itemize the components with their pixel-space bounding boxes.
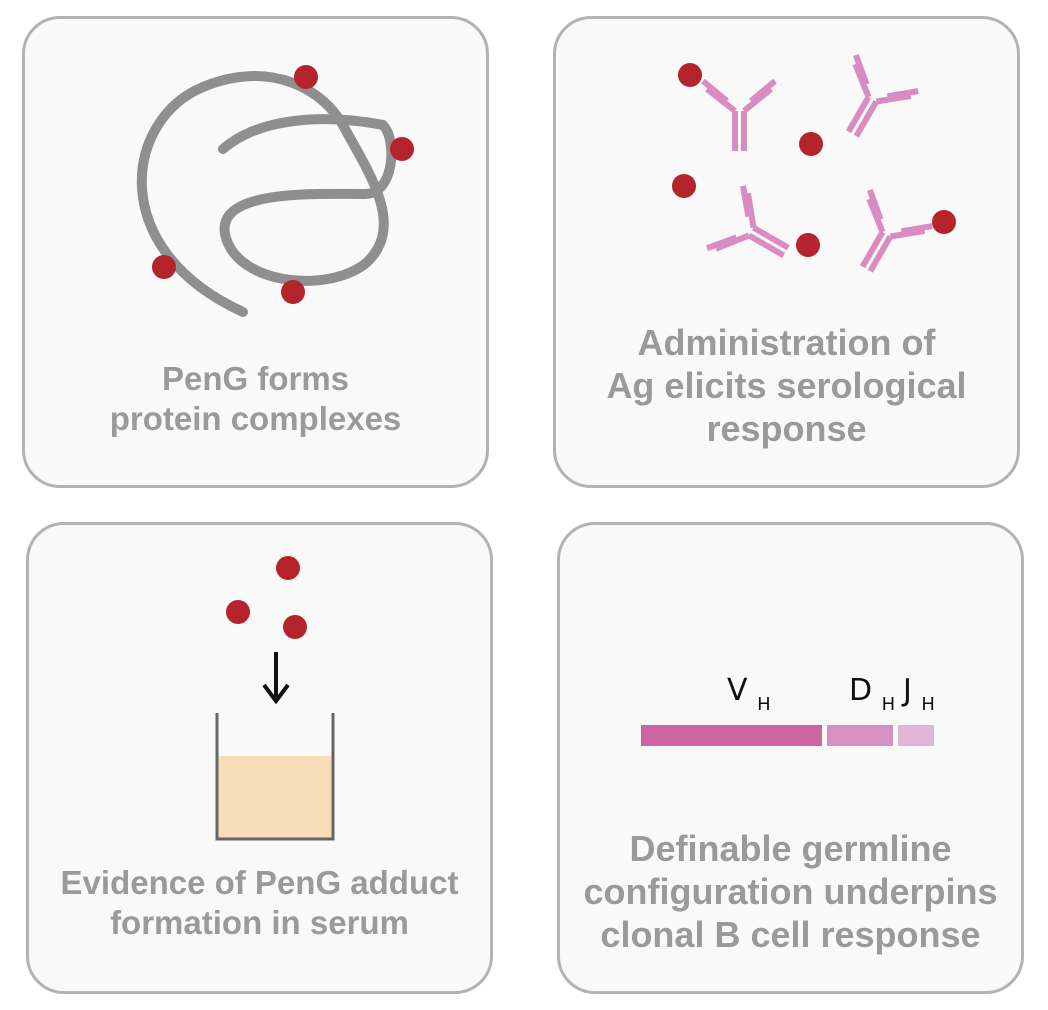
jh-label-subscript: H [921, 694, 935, 715]
hapten-dot-icon [226, 600, 250, 624]
panel-germline-configuration: V H D H J H Definable germline configura… [557, 522, 1024, 994]
dh-label: D [849, 673, 872, 708]
antibody-icon [835, 190, 932, 287]
hapten-dot-icon [283, 615, 307, 639]
hapten-dots [672, 63, 956, 257]
hapten-dot-icon [799, 132, 823, 156]
svg-text:J H: J H [901, 673, 935, 715]
panel-caption-adduct-formation: Evidence of PenG adduct formation in ser… [60, 864, 459, 941]
svg-text:D H: D H [849, 673, 895, 715]
hapten-dot-icon [294, 65, 318, 89]
vh-label-subscript: H [757, 694, 771, 715]
serum-adduct-illustration [215, 556, 335, 841]
serum-fill [218, 756, 333, 838]
hapten-dots [226, 556, 307, 639]
antibody-icon [703, 81, 775, 151]
germline-gene-illustration: V H D H J H [641, 673, 935, 746]
svg-text:V H: V H [727, 673, 771, 715]
hapten-dot-icon [678, 63, 702, 87]
vh-segment [641, 725, 822, 746]
antibody-illustration [672, 19, 956, 491]
hapten-dot-icon [796, 233, 820, 257]
hapten-dot-icon [390, 137, 414, 161]
panel-caption-protein-complexes: PenG forms protein complexes [109, 360, 402, 437]
beaker-icon [215, 713, 335, 841]
protein-complex-illustration [137, 65, 414, 317]
hapten-dot-icon [672, 174, 696, 198]
hapten-dots [152, 65, 414, 304]
protein-strand-icon [137, 71, 397, 317]
hapten-dot-icon [276, 556, 300, 580]
jh-label: J [901, 673, 912, 708]
antibody-icon [821, 55, 918, 152]
panel-adduct-formation: Evidence of PenG adduct formation in ser… [26, 522, 493, 994]
dh-label-subscript: H [882, 694, 896, 715]
panel-caption-germline-configuration: Definable germline configuration underpi… [583, 828, 998, 956]
hapten-dot-icon [281, 280, 305, 304]
gene-segment-labels: V H D H J H [727, 673, 935, 715]
hapten-dot-icon [932, 210, 956, 234]
down-arrow-icon [262, 652, 290, 705]
panel-serological-response: Administration of Ag elicits serological… [553, 16, 1020, 488]
dh-segment [827, 725, 893, 746]
panel-protein-complexes: PenG forms protein complexes [22, 16, 489, 488]
vh-label: V [727, 673, 748, 708]
gene-segments [641, 725, 934, 746]
hapten-dot-icon [152, 255, 176, 279]
jh-segment [898, 725, 934, 746]
panel-caption-serological-response: Administration of Ag elicits serological… [606, 322, 967, 450]
antibody-icon [707, 186, 804, 283]
